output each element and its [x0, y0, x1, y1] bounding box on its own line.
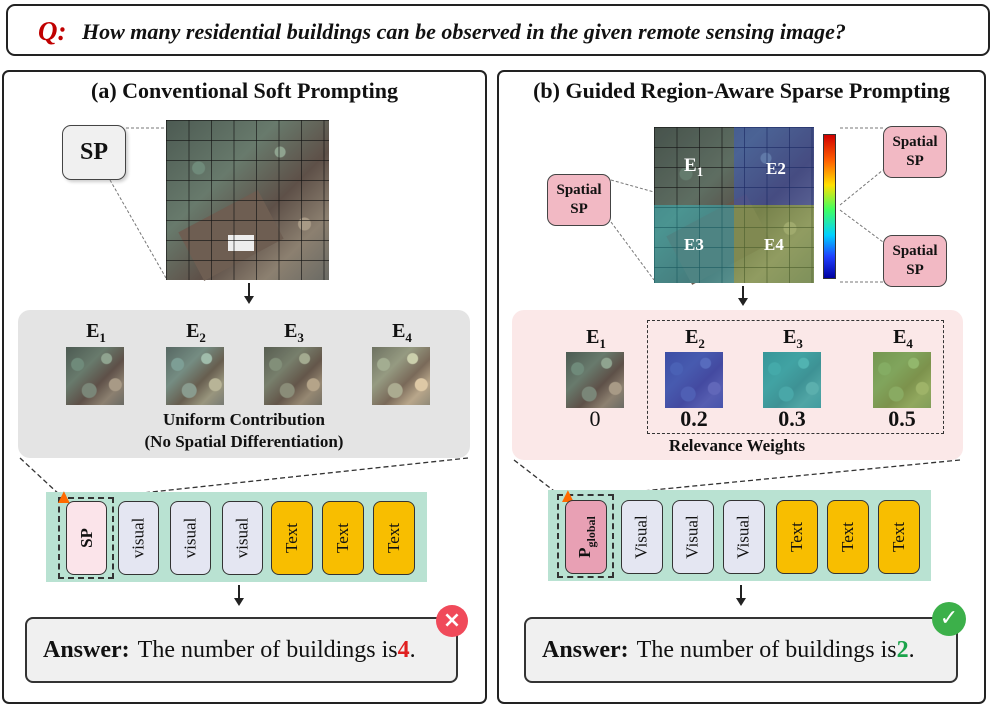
arrow-b1	[742, 286, 744, 299]
panel-a-title: (a) Conventional Soft Prompting	[91, 78, 398, 103]
token-text-a3: Text	[373, 501, 415, 575]
answer-b-end: .	[908, 636, 915, 663]
token-text-a1: Text	[271, 501, 313, 575]
token-visual-b3: Visual	[723, 500, 765, 574]
arrow-b2	[740, 585, 742, 599]
embedding-b-thumb-2	[665, 352, 723, 408]
arrow-b2-head	[735, 598, 746, 606]
sp-box-label: SP	[79, 139, 108, 165]
embedding-b-thumb-4	[873, 352, 931, 408]
satellite-image-b: E1 E2 E3 E4	[654, 127, 814, 285]
panel-b-title: (b) Guided Region-Aware Sparse Prompting	[533, 78, 950, 103]
sp-box: SP	[62, 125, 126, 180]
embedding-b-thumb-1	[566, 352, 624, 408]
embedding-b-label-3: E3	[783, 326, 803, 351]
relevance-colorbar	[823, 134, 836, 279]
token-visual-b2: Visual	[672, 500, 714, 574]
sp-token-highlight	[58, 497, 114, 579]
embedding-a-label-2: E2	[186, 320, 206, 345]
token-visual-b1: Visual	[621, 500, 663, 574]
answer-b-value: 2	[896, 636, 909, 663]
region-e1-label: E	[684, 155, 697, 176]
token-text-b2: Text	[827, 500, 869, 574]
embedding-b-thumb-3	[763, 352, 821, 408]
token-p-global: Pglobal	[565, 500, 607, 574]
weight-e3: 0.3	[778, 406, 806, 431]
answer-a-label: Answer:	[43, 636, 130, 663]
region-e2-label: E2	[766, 159, 786, 178]
region-e4-label: E4	[764, 235, 784, 254]
relevance-weights-caption: Relevance Weights	[668, 436, 806, 455]
embedding-a-label-1: E1	[86, 320, 106, 345]
token-text-a2: Text	[322, 501, 364, 575]
embedding-b-label-2: E2	[685, 326, 705, 351]
embedding-a-thumb-2	[166, 347, 224, 405]
embedding-a-label-3: E3	[284, 320, 304, 345]
embedding-b-label-4: E4	[893, 326, 913, 351]
region-e1	[654, 127, 734, 205]
region-e4	[734, 205, 814, 283]
token-visual-a3: visual	[222, 501, 263, 575]
arrow-a2	[238, 585, 240, 599]
answer-box-a: Answer: The number of buildings is 4.	[25, 617, 458, 683]
relevance-weights-box	[647, 320, 944, 434]
embedding-b-label-1: E1	[586, 326, 606, 351]
weight-e4: 0.5	[888, 406, 916, 431]
embedding-a-thumb-1	[66, 347, 124, 405]
token-sp: SP	[66, 501, 107, 575]
arrow-a1	[248, 283, 250, 297]
answer-a-text: The number of buildings is	[137, 636, 398, 663]
arrow-b1-head	[737, 298, 748, 306]
arrow-a2-head	[233, 598, 244, 606]
arrow-a1-head	[243, 296, 254, 304]
token-visual-a1: visual	[118, 501, 159, 575]
region-e2	[734, 127, 814, 205]
weight-e2: 0.2	[680, 406, 708, 431]
answer-b-text: The number of buildings is	[636, 636, 897, 663]
answer-box-b: Answer: The number of buildings is 2.	[524, 617, 958, 683]
answer-b-label: Answer:	[542, 636, 629, 663]
embedding-a-thumb-4	[372, 347, 430, 405]
p-global-token-highlight	[557, 494, 614, 578]
token-visual-a2: visual	[170, 501, 211, 575]
uniform-caption-line2: (No Spatial Differentiation)	[144, 432, 344, 451]
weight-e1: 0	[589, 406, 601, 431]
uniform-caption-line1: Uniform Contribution	[163, 410, 325, 429]
question-box: Q: How many residential buildings can be…	[6, 4, 990, 56]
question-text: How many residential buildings can be ob…	[82, 19, 846, 44]
token-text-b3: Text	[878, 500, 920, 574]
region-e3	[654, 205, 734, 283]
answer-a-value: 4	[397, 636, 410, 663]
wrong-icon: ×	[436, 605, 468, 637]
question-prefix: Q:	[38, 16, 67, 46]
token-text-b1: Text	[776, 500, 818, 574]
region-e3-label: E3	[684, 235, 704, 254]
embedding-a-thumb-3	[264, 347, 322, 405]
embedding-a-label-4: E4	[392, 320, 412, 345]
check-icon: ✓	[932, 602, 966, 636]
answer-a-end: .	[409, 636, 416, 663]
satellite-image-a	[166, 120, 329, 281]
